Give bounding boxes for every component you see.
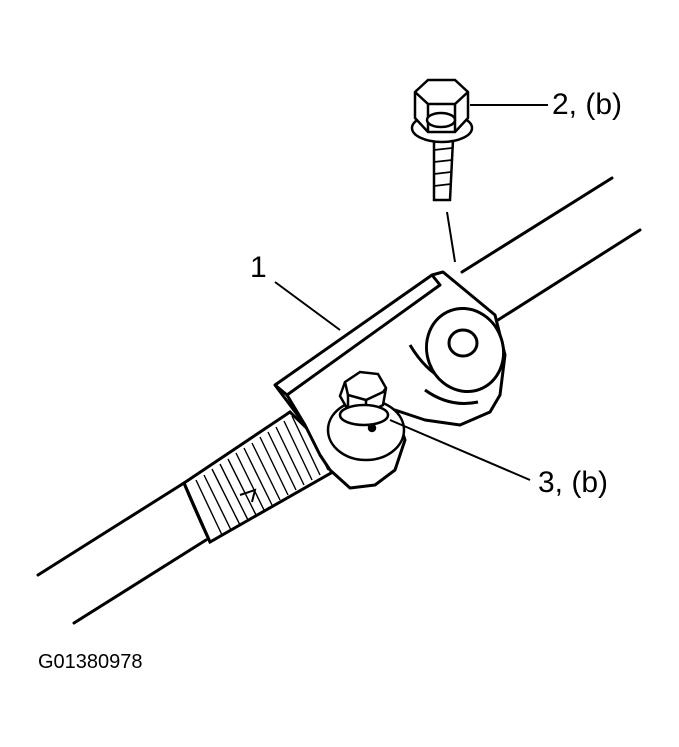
figure-id: G01380978 — [38, 651, 143, 673]
leader-lines — [274, 104, 548, 481]
callout-1: 1 — [250, 251, 267, 284]
callout-2: 2, (b) — [552, 88, 623, 121]
callout-3: 3, (b) — [538, 466, 609, 499]
pinch-bolt-3 — [326, 370, 406, 462]
clamp-eye — [425, 306, 505, 394]
bolt-2 — [410, 78, 474, 202]
